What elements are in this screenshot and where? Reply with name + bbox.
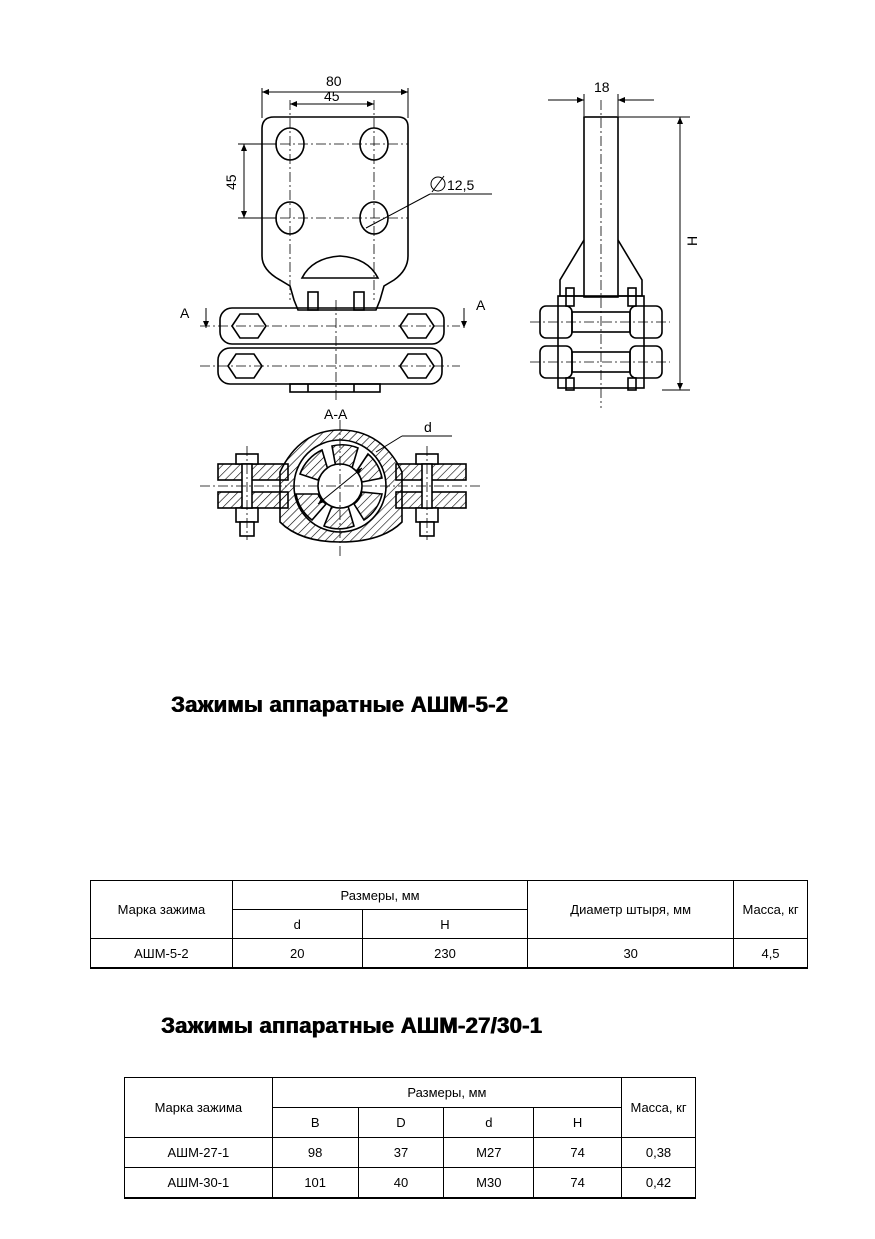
cell-mass: 4,5 (733, 938, 808, 969)
side-centerlines (530, 100, 670, 408)
dim-diameter-label: d (424, 419, 432, 435)
spec-table-ashm-27-30-1: Марка зажима Размеры, мм Масса, кг B D d… (124, 1077, 696, 1199)
section-mark-left: A (180, 305, 190, 321)
cell-D: 40 (357, 1167, 445, 1199)
cell-pin: 30 (527, 938, 735, 969)
cell-D: 37 (357, 1137, 445, 1168)
cell-b: 98 (271, 1137, 359, 1168)
header-h: H (361, 909, 529, 939)
cell-h: 74 (533, 1137, 623, 1168)
dim-hole-spacing-v-label: 45 (223, 174, 239, 190)
header-sizes: Размеры, мм (271, 1077, 623, 1108)
section-dimensions (317, 435, 452, 505)
header-h: H (533, 1107, 623, 1138)
cell-b: 101 (271, 1167, 359, 1199)
header-pin-diameter: Диаметр штыря, мм (527, 880, 735, 939)
section-title: А-А (324, 406, 348, 422)
cell-mark: АШМ-30-1 (124, 1167, 273, 1199)
front-dimensions (203, 88, 492, 328)
dim-width-label: 80 (326, 73, 342, 89)
header-b: B (271, 1107, 359, 1138)
header-d: d (231, 909, 363, 939)
header-sizes: Размеры, мм (231, 880, 529, 910)
cell-h: 74 (533, 1167, 623, 1199)
header-d: d (443, 1107, 535, 1138)
cell-mark: АШМ-27-1 (124, 1137, 273, 1168)
technical-drawing: 80 45 45 12,5 A A 18 H (180, 73, 700, 556)
cell-mass: 0,38 (621, 1137, 696, 1168)
section1-title: Зажимы аппаратные АШМ-5-2 (171, 692, 509, 717)
dim-height-label: H (684, 236, 700, 246)
dim-thickness-label: 18 (594, 79, 610, 95)
cell-d: M30 (443, 1167, 535, 1199)
front-centerlines (200, 100, 460, 400)
cell-mark: АШМ-5-2 (90, 938, 233, 969)
table-row: АШМ-30-1 101 40 M30 74 0,42 (124, 1167, 696, 1199)
section2-title: Зажимы аппаратные АШМ-27/30-1 (161, 1013, 543, 1038)
table-row: АШМ-5-2 20 230 30 4,5 (90, 938, 808, 969)
front-view (217, 116, 445, 393)
header-mass: Масса, кг (733, 880, 808, 939)
section-mark-right: A (476, 297, 486, 313)
spec-table-ashm-5-2: Марка зажима Размеры, мм Диаметр штыря, … (90, 880, 808, 969)
cell-mass: 0,42 (621, 1167, 696, 1199)
header-mass: Масса, кг (621, 1077, 696, 1138)
table-row: АШМ-27-1 98 37 M27 74 0,38 (124, 1137, 696, 1168)
header-D: D (357, 1107, 445, 1138)
cell-d: 20 (231, 938, 363, 969)
side-dimensions (548, 94, 690, 391)
cell-d: M27 (443, 1137, 535, 1168)
dim-hole-dia-label: 12,5 (447, 177, 474, 193)
cell-h: 230 (361, 938, 529, 969)
header-mark: Марка зажима (90, 880, 233, 939)
header-mark: Марка зажима (124, 1077, 273, 1138)
dim-hole-spacing-h-label: 45 (324, 88, 340, 104)
